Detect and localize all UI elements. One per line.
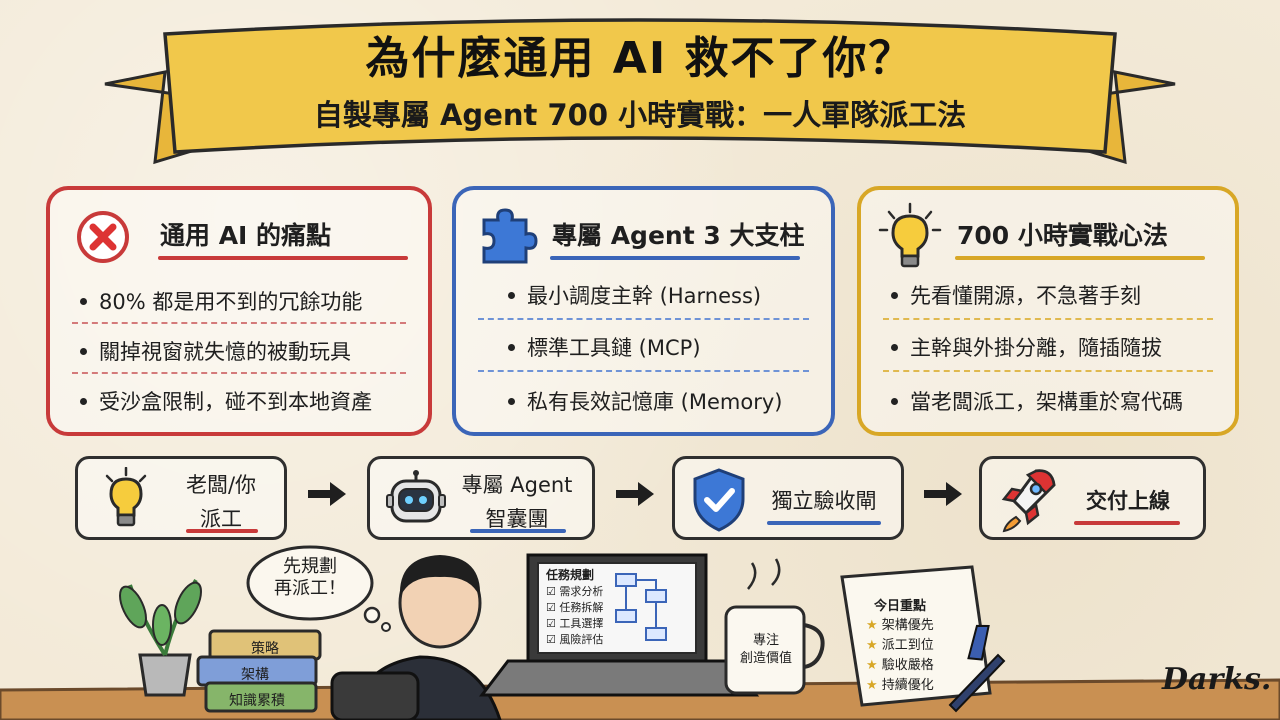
card-title: 通用 AI 的痛點 [160, 221, 332, 250]
screen-task-item: ☑ 風險評估 [546, 633, 604, 646]
notebook-item: ★ 架構優先 [866, 618, 934, 633]
pen [948, 653, 1006, 713]
step-underline [1074, 521, 1180, 525]
divider [883, 318, 1213, 320]
list-item: 最小調度主幹 (Harness) [508, 280, 813, 310]
divider [72, 322, 406, 324]
list-item: 標準工具鏈 (MCP) [508, 332, 813, 362]
thought-bubble [246, 545, 391, 632]
list-item: 主幹與外掛分離，隨插隨拔 [891, 332, 1217, 362]
flow-step-deliver: 交付上線 [979, 456, 1206, 540]
screen-title: 任務規劃 [546, 568, 595, 582]
artist-signature: Darks. [1162, 662, 1272, 697]
notebook-item: ★ 驗收嚴格 [866, 658, 934, 673]
flow-step-verify: 獨立驗收閘 [672, 456, 904, 540]
notebook-item: ★ 持續優化 [866, 678, 934, 693]
title-banner [104, 18, 1176, 165]
notebook-item: ★ 派工到位 [866, 638, 934, 653]
list-item: 受沙盒限制，碰不到本地資產 [80, 386, 410, 416]
shield-check-icon [693, 468, 745, 532]
lightbulb-icon [105, 467, 147, 527]
divider [72, 372, 406, 374]
thought-bubble-text: 先規劃 再派工！ [274, 556, 346, 599]
card-header: 通用 AI 的痛點 [50, 208, 428, 263]
list-item: 當老闆派工，架構重於寫代碼 [891, 386, 1217, 416]
potted-plant [119, 578, 202, 697]
page-subtitle: 自製專屬 Agent 700 小時實戰：一人軍隊派工法 [313, 98, 967, 132]
flow-step-agent: 專屬 Agent 智囊團 [367, 456, 595, 540]
book-label: 架構 [241, 667, 269, 683]
divider [883, 370, 1213, 372]
pain-points-card: 通用 AI 的痛點 80% 都是用不到的冗餘功能 關掉視窗就失憶的被動玩具 受沙… [46, 186, 432, 436]
screen-task-item: ☑ 需求分析 [546, 585, 604, 598]
lightbulb-icon [878, 202, 942, 268]
screen-task-item: ☑ 工具選擇 [546, 617, 604, 630]
title-underline [955, 256, 1205, 260]
person [330, 555, 502, 720]
flow-arrow-icon [924, 482, 962, 506]
title-underline [550, 256, 800, 260]
step-underline [186, 529, 258, 533]
flow-arrow-icon [616, 482, 654, 506]
x-circle-icon [77, 211, 129, 263]
flow-step-boss: 老闆/你 派工 [75, 456, 287, 540]
screen-task-list: ☑ 需求分析 ☑ 任務拆解 ☑ 工具選擇 ☑ 風險評估 [546, 584, 603, 648]
book-label: 知識累積 [229, 693, 285, 709]
coffee-mug [724, 558, 825, 695]
flow-step-label: 獨立驗收閘 [771, 489, 877, 513]
card-header: 專屬 Agent 3 大支柱 [456, 208, 831, 264]
mindset-card: 700 小時實戰心法 先看懂開源，不急著手刻 主幹與外掛分離，隨插隨拔 當老闆派… [857, 186, 1239, 436]
mug-text: 專注 創造價值 [739, 633, 792, 666]
flow-arrow-icon [308, 482, 346, 506]
pillars-card: 專屬 Agent 3 大支柱 最小調度主幹 (Harness) 標準工具鏈 (M… [452, 186, 835, 436]
list-item: 關掉視窗就失憶的被動玩具 [80, 336, 410, 366]
book-stack [196, 629, 322, 713]
card-header: 700 小時實戰心法 [861, 202, 1235, 268]
rocket-icon [1001, 469, 1056, 533]
flow-step-label: 派工 [200, 507, 242, 531]
notebook [840, 565, 992, 707]
page-title: 為什麼通用 AI 救不了你？ [365, 33, 915, 84]
step-underline [767, 521, 881, 525]
card-title: 700 小時實戰心法 [957, 221, 1168, 250]
flow-step-label: 老闆/你 [185, 473, 257, 497]
flow-step-label: 專屬 Agent [461, 473, 573, 497]
divider [478, 370, 809, 372]
step-underline [470, 529, 566, 533]
screen-task-item: ☑ 任務拆解 [546, 601, 604, 614]
flowchart-icon [615, 573, 667, 641]
robot-icon [386, 470, 446, 523]
title-underline [158, 256, 408, 260]
flow-step-label: 交付上線 [1086, 489, 1170, 513]
list-item: 先看懂開源，不急著手刻 [891, 280, 1217, 310]
card-title: 專屬 Agent 3 大支柱 [552, 221, 805, 250]
list-item: 80% 都是用不到的冗餘功能 [80, 286, 410, 316]
notebook-list: ★ 架構優先 ★ 派工到位 ★ 驗收嚴格 ★ 持續優化 [866, 616, 934, 696]
list-item: 私有長效記憶庫 (Memory) [508, 386, 813, 416]
divider [478, 318, 809, 320]
flow-step-label: 智囊團 [485, 507, 549, 531]
notebook-title: 今日重點 [874, 599, 927, 614]
puzzle-icon [482, 208, 538, 264]
book-label: 策略 [251, 641, 279, 657]
